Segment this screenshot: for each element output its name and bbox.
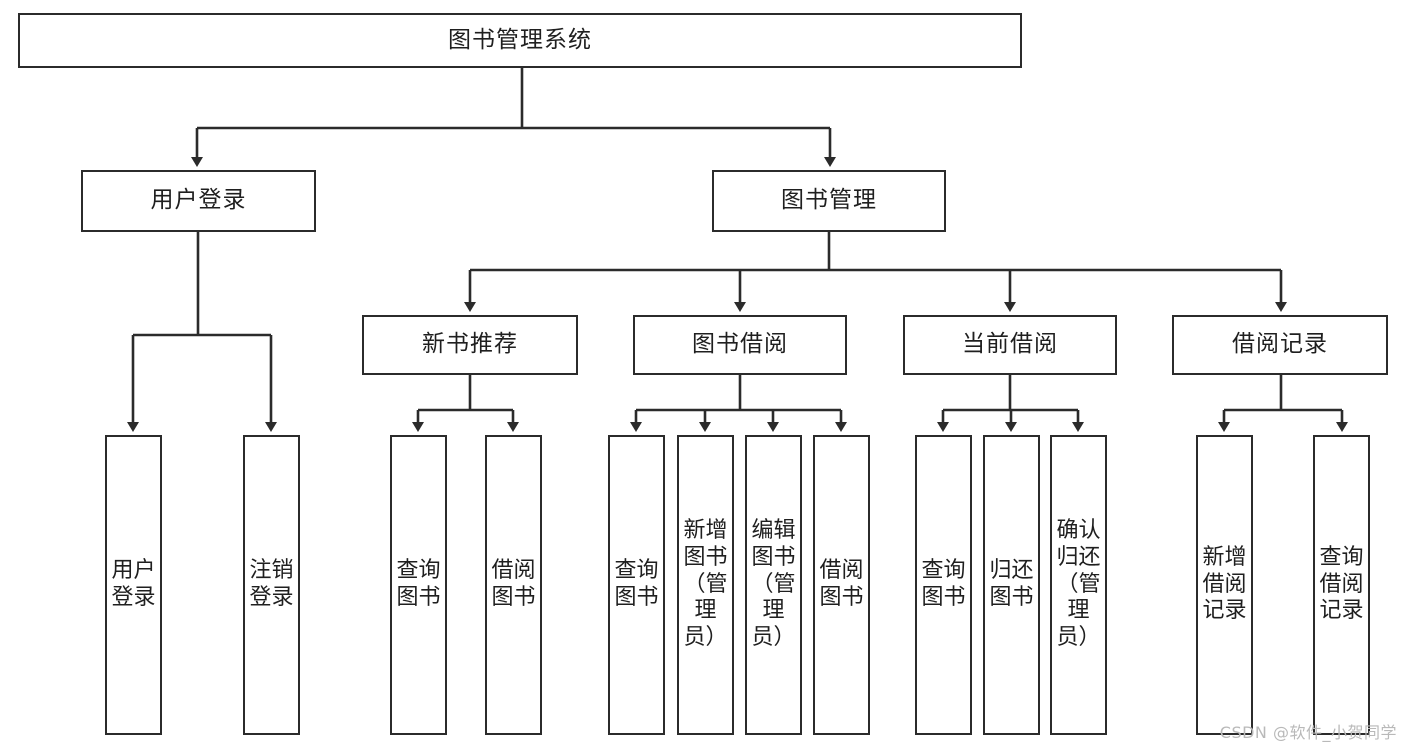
node-book-manage-label: 图书管理 <box>781 187 877 214</box>
node-user-login-label: 用户登录 <box>150 187 247 214</box>
node-root-label: 图书管理系统 <box>448 26 592 53</box>
node-borrow-record[interactable]: 借阅记录 <box>1172 315 1388 375</box>
leaf-br-query-record[interactable]: 查询借阅记录 <box>1313 435 1370 735</box>
leaf-br-add-record[interactable]: 新增借阅记录 <box>1196 435 1253 735</box>
node-user-login[interactable]: 用户登录 <box>81 170 316 232</box>
leaf-nb-borrow-book-label: 借阅图书 <box>491 558 536 610</box>
leaf-cb-query-book-label: 查询图书 <box>921 558 966 610</box>
node-book-borrow[interactable]: 图书借阅 <box>633 315 847 375</box>
leaf-nb-query-book-label: 查询图书 <box>396 558 441 610</box>
node-current-borrow[interactable]: 当前借阅 <box>903 315 1117 375</box>
leaf-bb-query-book[interactable]: 查询图书 <box>608 435 665 735</box>
leaf-bb-add-book[interactable]: 新增图书（管理员） <box>677 435 734 735</box>
leaf-logout-label: 注销登录 <box>249 558 294 610</box>
leaf-cb-return-book-label: 归还图书 <box>989 558 1034 610</box>
leaf-user-login[interactable]: 用户登录 <box>105 435 162 735</box>
watermark: CSDN @软件_小贺同学 <box>1219 723 1397 742</box>
leaf-bb-borrow-book[interactable]: 借阅图书 <box>813 435 870 735</box>
node-new-book[interactable]: 新书推荐 <box>362 315 578 375</box>
leaf-cb-confirm-return-label: 确认归还（管理员） <box>1056 517 1101 651</box>
leaf-nb-query-book[interactable]: 查询图书 <box>390 435 447 735</box>
leaf-bb-edit-book-label: 编辑图书（管理员） <box>751 517 796 651</box>
leaf-bb-add-book-label: 新增图书（管理员） <box>683 517 728 651</box>
leaf-cb-confirm-return[interactable]: 确认归还（管理员） <box>1050 435 1107 735</box>
leaf-bb-borrow-book-label: 借阅图书 <box>819 558 864 610</box>
node-root[interactable]: 图书管理系统 <box>18 13 1022 68</box>
node-book-manage[interactable]: 图书管理 <box>712 170 946 232</box>
leaf-nb-borrow-book[interactable]: 借阅图书 <box>485 435 542 735</box>
node-current-borrow-label: 当前借阅 <box>962 331 1058 358</box>
leaf-br-query-record-label: 查询借阅记录 <box>1319 544 1364 624</box>
leaf-br-add-record-label: 新增借阅记录 <box>1202 544 1247 624</box>
node-new-book-label: 新书推荐 <box>422 331 518 358</box>
leaf-user-login-label: 用户登录 <box>111 558 156 610</box>
leaf-cb-return-book[interactable]: 归还图书 <box>983 435 1040 735</box>
leaf-cb-query-book[interactable]: 查询图书 <box>915 435 972 735</box>
node-borrow-record-label: 借阅记录 <box>1232 331 1328 358</box>
node-book-borrow-label: 图书借阅 <box>692 331 788 358</box>
leaf-bb-query-book-label: 查询图书 <box>614 558 659 610</box>
leaf-bb-edit-book[interactable]: 编辑图书（管理员） <box>745 435 802 735</box>
leaf-logout[interactable]: 注销登录 <box>243 435 300 735</box>
